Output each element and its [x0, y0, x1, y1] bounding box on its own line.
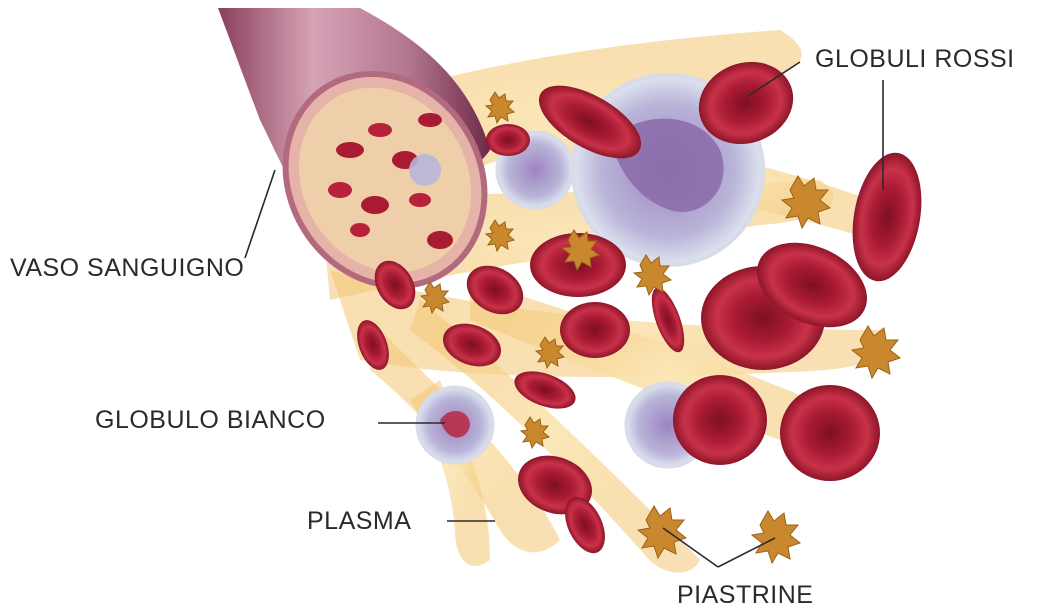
label-piastrine: PIASTRINE	[677, 583, 813, 608]
leader-line-piastrine-2	[718, 538, 775, 567]
label-vaso-sanguigno: VASO SANGUIGNO	[10, 256, 244, 281]
label-globuli-rossi: GLOBULI ROSSI	[815, 47, 1015, 72]
leader-line-vaso	[245, 170, 275, 258]
label-globulo-bianco: GLOBULO BIANCO	[95, 408, 326, 433]
label-plasma: PLASMA	[307, 509, 411, 534]
